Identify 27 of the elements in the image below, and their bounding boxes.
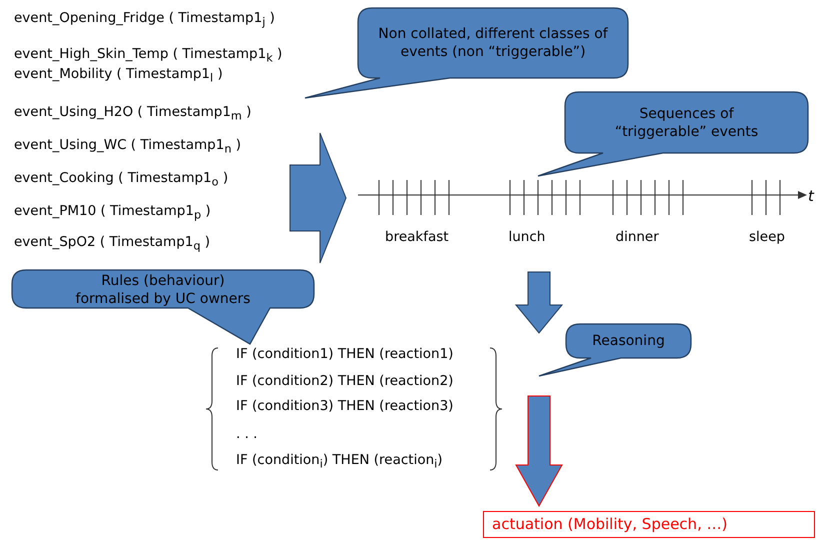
block-arrow xyxy=(515,396,563,508)
rule-text: IF (condition1) THEN (reaction1) xyxy=(236,346,454,362)
event-label: event_Cooking ( Timestamp1$_{o}$ ) xyxy=(14,170,228,189)
period-label: lunch xyxy=(508,229,546,245)
event-label: event_Using_WC ( Timestamp1$_{n}$ ) xyxy=(14,137,242,156)
output-box xyxy=(483,511,815,538)
event-label: event_Mobility ( Timestamp1$_{l}$ ) xyxy=(14,66,223,85)
output-text: actuation (Mobility, Speech, …) xyxy=(492,515,728,533)
period-label: dinner xyxy=(616,229,659,245)
callout-text: Sequences of “triggerable” events xyxy=(614,104,760,140)
event-label: event_High_Skin_Temp ( Timestamp1$_{k}$ ) xyxy=(14,46,282,65)
period-label: breakfast xyxy=(385,229,449,245)
callout-text: Non collated, different classes of events (non “triggerable”) xyxy=(378,25,608,61)
callout-text: Rules (behaviour) formalised by UC owners xyxy=(74,272,252,308)
event-label: event_Using_H2O ( Timestamp1$_{m}$ ) xyxy=(14,104,252,123)
rule-text: IF (condition$_{i}$) THEN (reaction$_{i}$) xyxy=(236,452,443,471)
rule-text: IF (condition2) THEN (reaction2) xyxy=(236,373,454,389)
period-label: sleep xyxy=(749,229,785,245)
rule-text: IF (condition3) THEN (reaction3) xyxy=(236,398,454,414)
block-arrow xyxy=(290,132,347,264)
axis-label: t xyxy=(808,187,814,205)
event-label: event_Opening_Fridge ( Timestamp1$_{j}$ ) xyxy=(14,10,275,29)
callout-text: Reasoning xyxy=(591,332,666,350)
event-label: event_PM10 ( Timestamp1$_{p}$ ) xyxy=(14,203,211,222)
event-label: event_SpO2 ( Timestamp1$_{q}$ ) xyxy=(14,234,210,253)
rule-text: . . . xyxy=(236,426,258,442)
block-arrow xyxy=(514,272,564,334)
